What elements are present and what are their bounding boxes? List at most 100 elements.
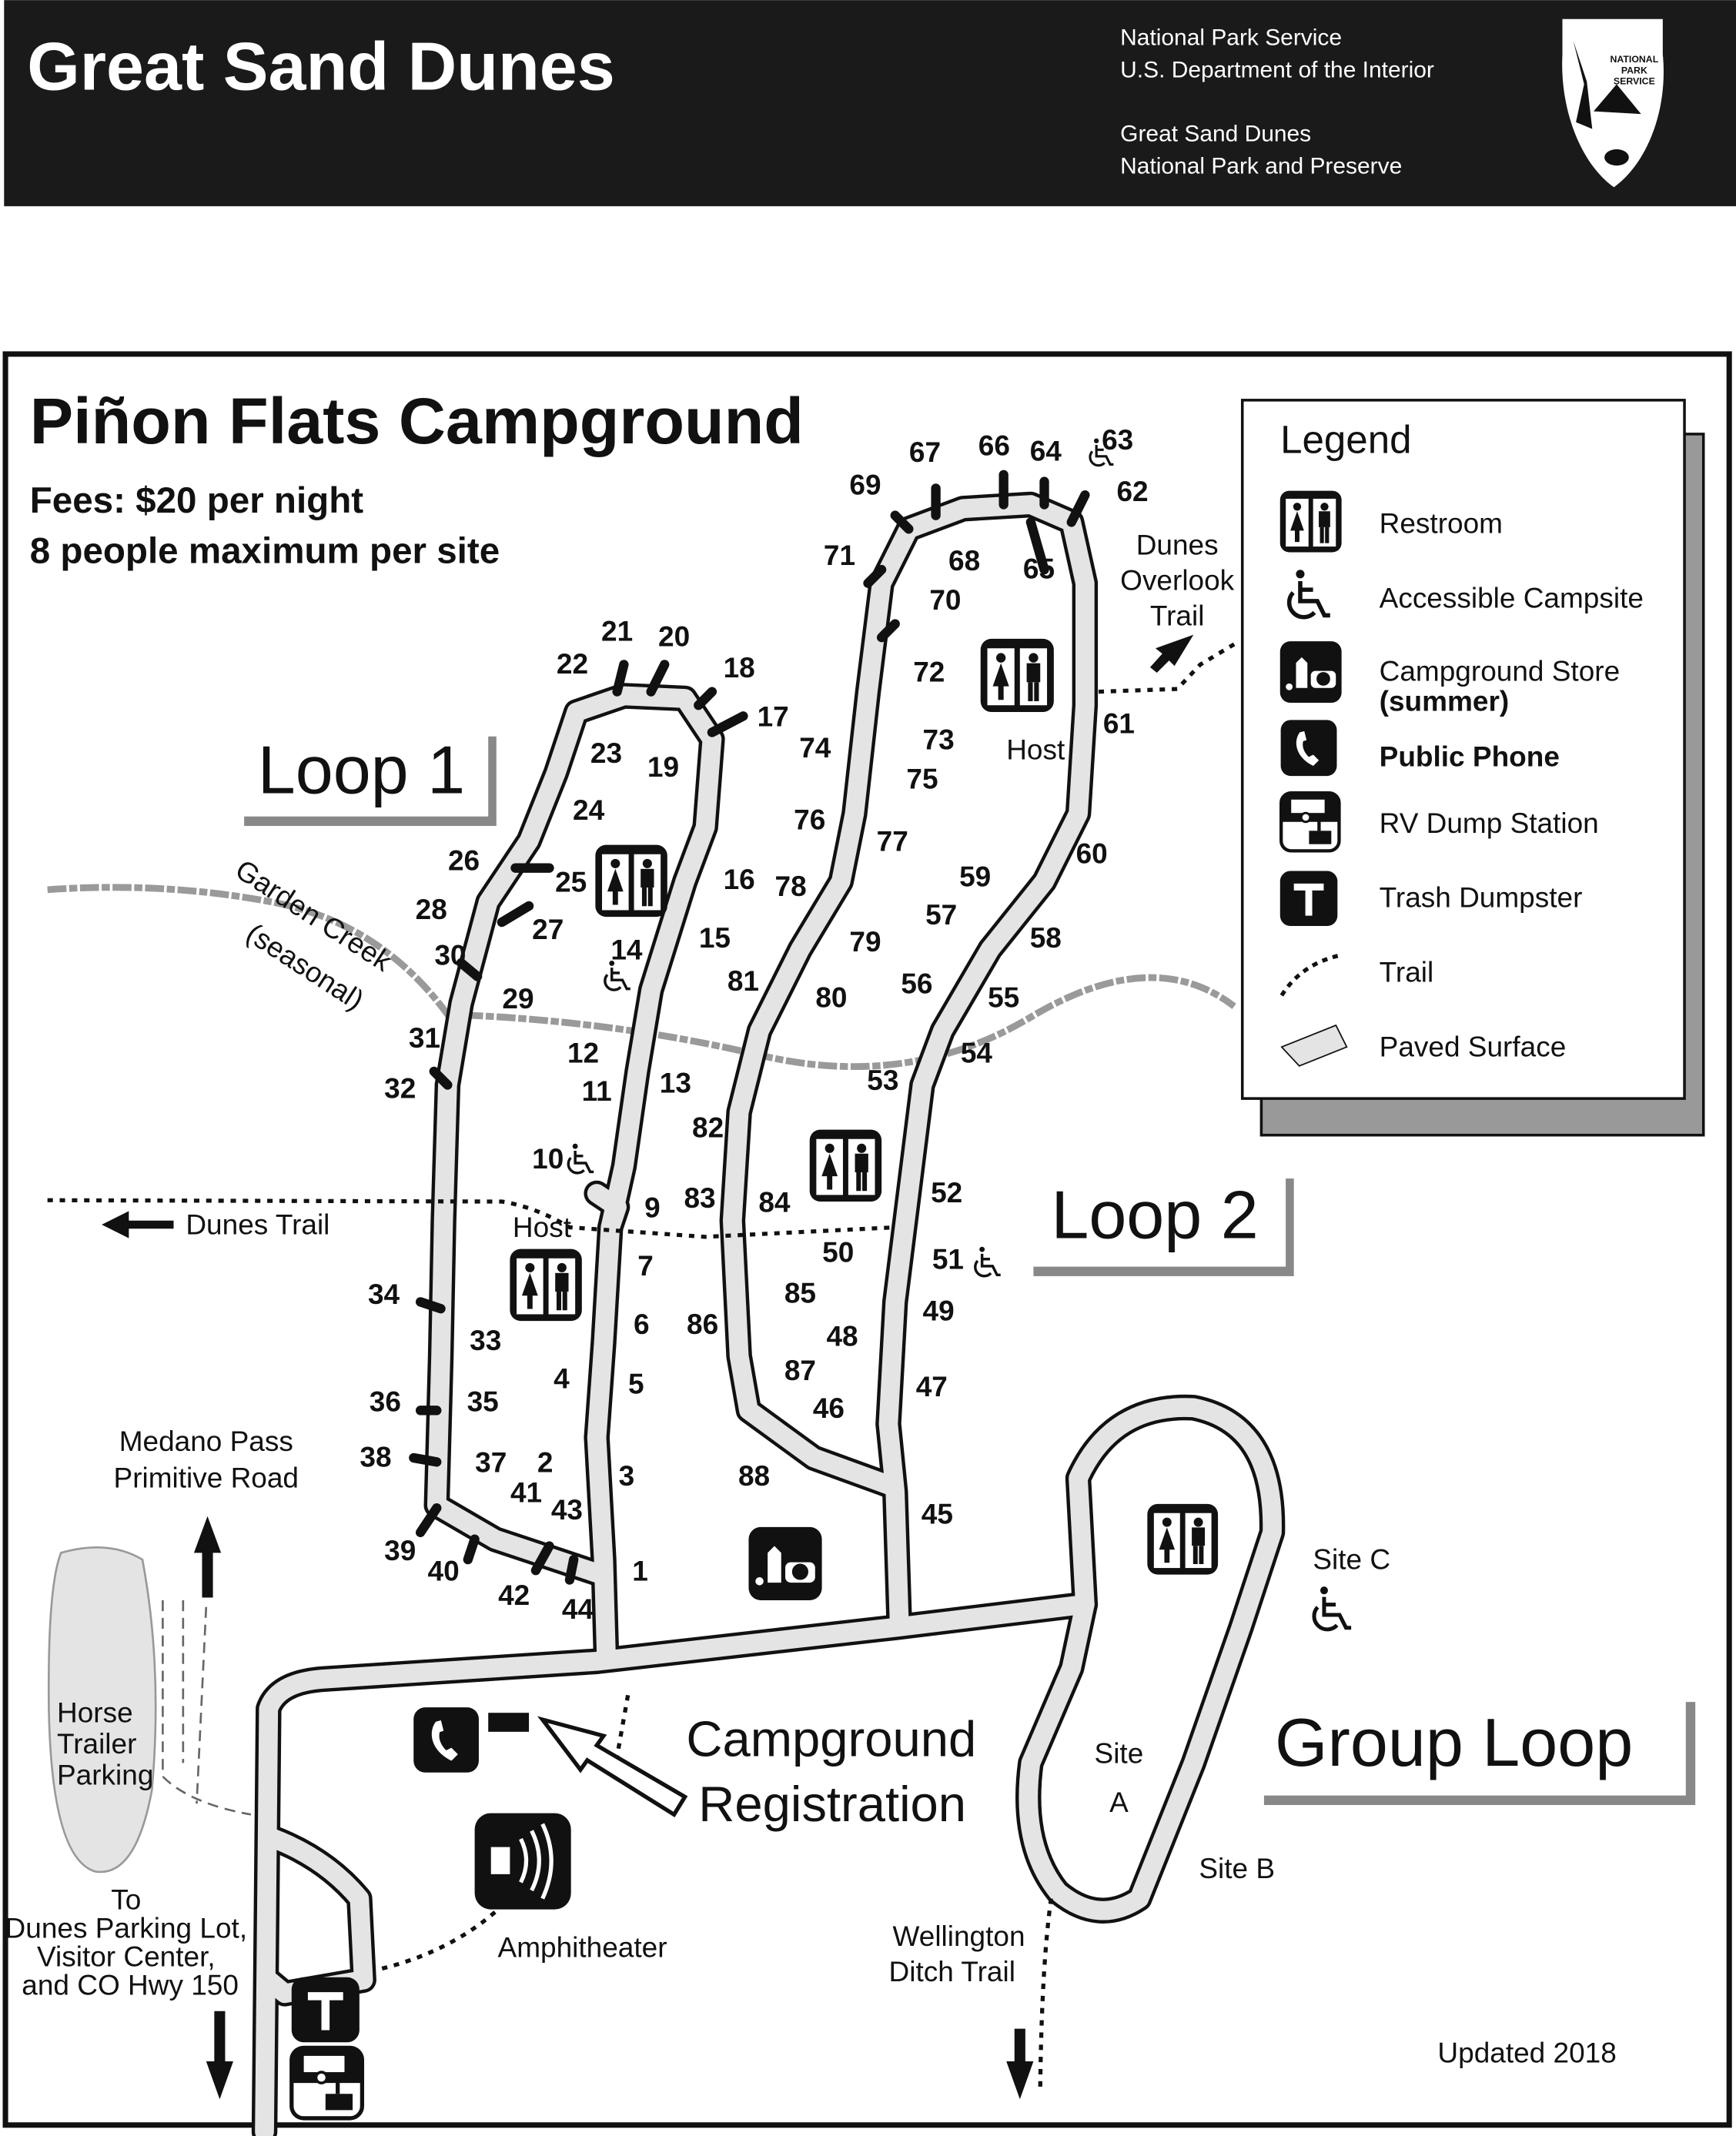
- campsite-number: 47: [916, 1371, 948, 1402]
- campsite-number: 10: [532, 1143, 564, 1175]
- restroom-icon: [595, 844, 667, 918]
- rv-dump-icon: [1281, 793, 1339, 851]
- svg-text:PARK: PARK: [1621, 65, 1647, 75]
- registration-trail-path: [614, 1694, 631, 1757]
- legend-label: Trail: [1380, 957, 1434, 988]
- restroom-icon: [1147, 1503, 1219, 1575]
- horse-trailer-access-road: [162, 1599, 252, 1816]
- garden-creek: [47, 884, 1236, 1070]
- trash-icon: [291, 1977, 360, 2043]
- medano-road-path: [196, 1606, 208, 1804]
- horse-parking-label: Horse: [57, 1697, 133, 1729]
- agency-line: National Park Service: [1120, 25, 1342, 50]
- campsite-number: 17: [758, 701, 789, 733]
- campsite-number: 15: [699, 922, 731, 954]
- campground-title: Piñon Flats Campground: [30, 384, 804, 457]
- campsite-number: 77: [877, 826, 908, 857]
- trash-icon: [1279, 871, 1338, 927]
- campsite-number: 27: [532, 914, 564, 945]
- campsite-number: 65: [1023, 553, 1055, 585]
- campsite-number: 39: [384, 1535, 416, 1566]
- medano-label: Medano Pass: [119, 1426, 293, 1457]
- exit-arrow-icon: [206, 2011, 234, 2100]
- legend-label: RV Dump Station: [1380, 807, 1599, 839]
- exit-destination-label: and CO Hwy 150: [22, 1970, 239, 2001]
- site-a-label: Site: [1095, 1737, 1144, 1769]
- campsite-number: 30: [434, 940, 466, 971]
- legend-label: Trash Dumpster: [1380, 882, 1583, 914]
- campsite-number: 21: [601, 616, 633, 647]
- campsite-number: 79: [849, 926, 881, 958]
- store-icon: [1279, 641, 1342, 703]
- campsite-number: 26: [448, 844, 480, 876]
- campsite-number: 38: [360, 1442, 391, 1473]
- campsite-number: 13: [660, 1067, 691, 1098]
- campsite-number: 55: [988, 981, 1019, 1013]
- registration-label: Campground: [686, 1711, 976, 1767]
- restroom-icon: [510, 1249, 582, 1322]
- restroom-icon: [1279, 490, 1342, 553]
- wellington-ditch-trail-path: [1038, 1898, 1053, 2089]
- campsite-number: 69: [849, 469, 881, 500]
- legend-note: (summer): [1380, 685, 1510, 717]
- campsite-number: 9: [644, 1192, 661, 1223]
- registration-booth: [488, 1713, 530, 1732]
- loop-1-label: Loop 1: [258, 732, 465, 808]
- header-title: Great Sand Dunes: [27, 28, 615, 104]
- campsite-number: 45: [922, 1499, 953, 1530]
- campsite-number: 4: [554, 1362, 570, 1394]
- campsite-number: 66: [978, 430, 1010, 461]
- campsite-number: 56: [901, 968, 932, 1000]
- campsite-number: 43: [551, 1494, 583, 1526]
- legend-label: Accessible Campsite: [1380, 582, 1644, 613]
- campsite-number: 2: [537, 1447, 554, 1479]
- campsite-number: 18: [724, 652, 755, 684]
- campsite-number: 44: [562, 1593, 594, 1625]
- campsite-number: 53: [867, 1065, 898, 1096]
- exit-destination-label: To: [111, 1884, 141, 1916]
- amphitheater-label: Amphitheater: [498, 1931, 667, 1963]
- park-line-2: National Park and Preserve: [1120, 154, 1402, 179]
- campsite-number: 12: [567, 1038, 599, 1069]
- paved-roads: [251, 491, 1286, 2136]
- paved-road-surface: [255, 1594, 1095, 2136]
- campsite-number: 82: [692, 1111, 724, 1143]
- legend-label: Public Phone: [1380, 741, 1560, 773]
- dunes-overlook-trail-path: [1098, 642, 1236, 694]
- campsite-number: 28: [416, 894, 447, 925]
- campsite-number: 36: [370, 1386, 401, 1417]
- paved-icon: [1280, 1024, 1348, 1067]
- accessible-icon: [1314, 1586, 1351, 1630]
- medano-label: Primitive Road: [114, 1462, 299, 1494]
- registration-arrow-icon: [537, 1716, 688, 1817]
- horse-trailer-parking-area: [47, 1546, 157, 1874]
- store-icon: [748, 1526, 822, 1600]
- campsite-number: 71: [824, 540, 855, 571]
- campsite-number: 72: [913, 656, 945, 687]
- dunes-overlook-label: Trail: [1150, 600, 1205, 631]
- campsite-number: 67: [909, 436, 941, 468]
- svg-text:SERVICE: SERVICE: [1614, 75, 1655, 86]
- nps-arrowhead-logo: NATIONAL PARK SERVICE: [1562, 18, 1664, 188]
- paved-road-surface: [587, 1184, 627, 1237]
- horse-parking-label: Trailer: [57, 1728, 136, 1760]
- overlook-arrow-icon: [1149, 634, 1194, 673]
- svg-text:NATIONAL: NATIONAL: [1610, 54, 1658, 65]
- campsite-number: 34: [368, 1279, 400, 1310]
- dunes-trail-label: Dunes Trail: [186, 1208, 329, 1240]
- direction-arrows: [102, 634, 1194, 2100]
- rv-dump-icon: [292, 2047, 363, 2118]
- phone-icon: [413, 1707, 479, 1773]
- campsite-number: 80: [815, 981, 847, 1013]
- campsite-number: 22: [557, 648, 588, 680]
- fee-text: Fees: $20 per night: [30, 480, 363, 521]
- host-label: Host: [513, 1212, 571, 1243]
- header-banner: Great Sand Dunes National Park Service U…: [4, 0, 1736, 206]
- campsite-number: 29: [502, 983, 534, 1015]
- campsite-number: 73: [923, 724, 955, 756]
- campsite-number: 83: [684, 1182, 715, 1214]
- campsite-number: 5: [628, 1368, 644, 1399]
- campsite-number: 19: [647, 751, 679, 783]
- restroom-icon: [809, 1129, 882, 1202]
